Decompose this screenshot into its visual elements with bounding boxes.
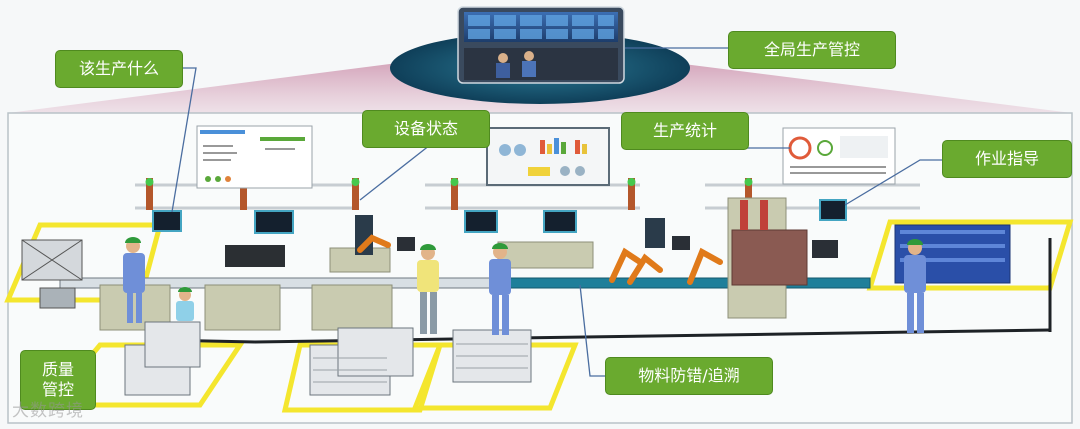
operator-head: [498, 53, 508, 63]
operator-head: [524, 51, 534, 61]
label-what-to-produce: 该生产什么: [55, 50, 183, 88]
label-material-traceability: 物料防错/追溯: [605, 357, 773, 395]
label-global-control: 全局生产管控: [728, 31, 896, 69]
production-stats-panel: [783, 128, 895, 184]
operator-body: [522, 61, 536, 77]
operator-body: [496, 63, 510, 78]
label-quality-control-line1: 质量: [42, 360, 74, 380]
label-production-stats: 生产统计: [621, 112, 749, 150]
what-to-produce-panel: [197, 126, 312, 188]
equipment-status-panel: [487, 128, 609, 185]
control-room-desks: [464, 48, 618, 80]
label-equipment-status: 设备状态: [362, 110, 490, 148]
label-work-guidance: 作业指导: [942, 140, 1072, 178]
watermark: 大数跨境: [12, 396, 84, 421]
